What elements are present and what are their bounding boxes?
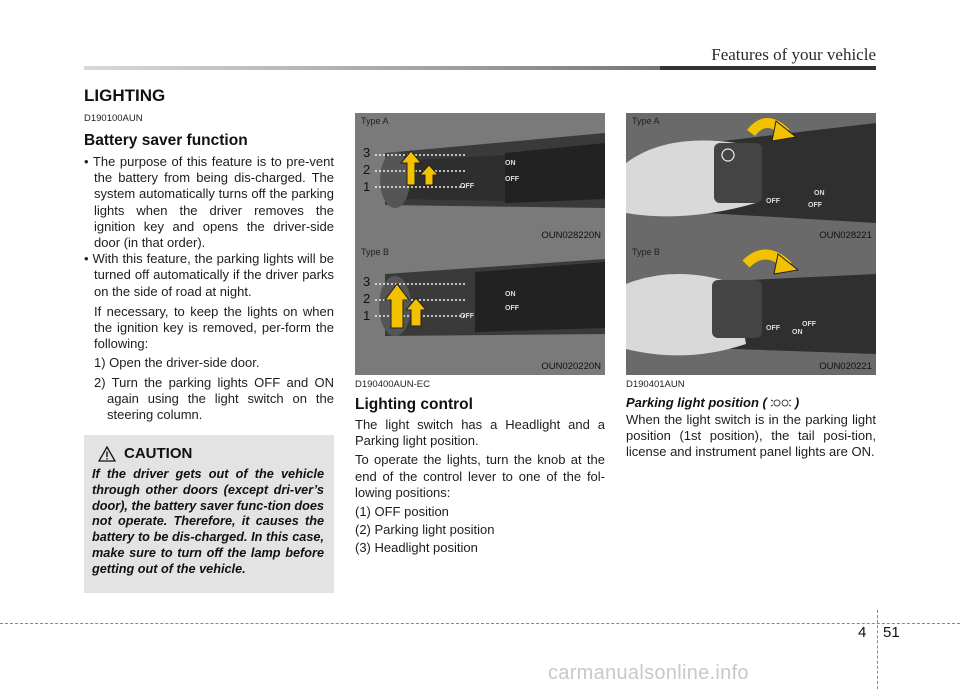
doc-code-lighting-control: D190400AUN-EC: [355, 379, 430, 390]
bullet-continuation: If necessary, to keep the lights on when…: [94, 303, 334, 352]
step-1: 1) Open the driver-side door.: [94, 355, 260, 371]
fig4-type-label: Type B: [632, 247, 661, 257]
lever-illustration: ON OFF OFF 3 2 1: [355, 113, 605, 244]
hand-lever-illustration: ON OFF OFF: [626, 113, 876, 244]
position-3: (3) Headlight position: [355, 540, 478, 556]
fig1-num-1: 1: [363, 179, 370, 194]
warning-triangle-icon: [98, 445, 116, 462]
caution-title: CAUTION: [124, 445, 193, 462]
doc-code-battery-saver: D190100AUN: [84, 113, 143, 124]
running-header-title: Features of your vehicle: [711, 45, 876, 64]
step-2: 2) Turn the parking lights OFF and ON ag…: [94, 374, 334, 423]
heading-lighting-control: Lighting control: [355, 396, 473, 413]
figure-lever-type-a: ON OFF OFF 3 2 1 Type A OUN028220N: [355, 113, 605, 244]
caution-box: CAUTION If the driver gets out of the ve…: [84, 435, 334, 593]
hand-lever-illustration: ON OFF OFF: [626, 244, 876, 375]
fig4-off-label: OFF: [766, 325, 781, 332]
heading-parking-light-post: ): [794, 395, 800, 410]
fig4-on-label: ON: [792, 329, 803, 336]
parking-light-symbol-icon: [770, 399, 792, 406]
fig4-code: OUN020221: [819, 361, 872, 372]
fig1-on-label: ON: [505, 160, 516, 167]
fig1-code: OUN028220N: [541, 230, 601, 241]
heading-parking-light-pre: Parking light position (: [626, 395, 767, 410]
fig1-num-2: 2: [363, 162, 370, 177]
fig3-type-label: Type A: [632, 116, 660, 126]
fig2-on-label: ON: [505, 291, 516, 298]
fig2-off-label-2: OFF: [460, 313, 475, 320]
heading-parking-light: Parking light position ( ): [626, 395, 799, 410]
fig4-off-label-2: OFF: [802, 321, 817, 328]
position-1: (1) OFF position: [355, 504, 449, 520]
fig3-off-label: OFF: [766, 198, 781, 205]
page-number: 51: [883, 624, 900, 641]
fig2-num-1: 1: [363, 308, 370, 323]
fig1-off-label-2: OFF: [460, 183, 475, 190]
heading-battery-saver: Battery saver function: [84, 132, 248, 149]
figure-hand-type-a: ON OFF OFF Type A OUN028221: [626, 113, 876, 244]
header-rule-accent: [660, 66, 876, 70]
position-2: (2) Parking light position: [355, 522, 495, 538]
fig3-off-label-2: OFF: [808, 202, 823, 209]
figure-hand-type-b: ON OFF OFF Type B OUN020221: [626, 244, 876, 375]
fig2-num-2: 2: [363, 291, 370, 306]
bullet-feature: • With this feature, the parking lights …: [84, 251, 334, 299]
fig2-code: OUN020220N: [541, 361, 601, 372]
fig3-code: OUN028221: [819, 230, 872, 241]
fig1-off-label: OFF: [505, 176, 520, 183]
lever-illustration: ON OFF OFF 3 2 1: [355, 244, 605, 375]
doc-code-parking-light: D190401AUN: [626, 379, 685, 390]
lighting-control-text: The light switch has a Headlight and a P…: [355, 417, 605, 557]
fig2-type-label: Type B: [361, 247, 390, 257]
battery-saver-text: • The purpose of this feature is to pre-…: [84, 154, 334, 423]
bullet-purpose: • The purpose of this feature is to pre-…: [84, 154, 334, 251]
fig1-num-3: 3: [363, 145, 370, 160]
caution-header: CAUTION: [98, 445, 324, 462]
watermark: carmanualsonline.info: [548, 662, 749, 684]
figure-lever-type-b: ON OFF OFF 3 2 1 Type B OUN020220N: [355, 244, 605, 375]
fig2-off-label: OFF: [505, 305, 520, 312]
section-number: 4: [858, 624, 867, 641]
parking-light-text: When the light switch is in the parking …: [626, 412, 876, 460]
fig3-on-label: ON: [814, 190, 825, 197]
fig1-type-label: Type A: [361, 116, 389, 126]
caution-body: If the driver gets out of the vehicle th…: [92, 467, 324, 576]
footer-rule: [0, 623, 960, 624]
section-title: LIGHTING: [84, 86, 166, 105]
header-rule: [84, 66, 876, 70]
page-number-divider: [877, 610, 878, 689]
lighting-control-p1: The light switch has a Headlight and a P…: [355, 417, 605, 449]
lighting-control-p2: To operate the lights, turn the knob at …: [355, 452, 605, 500]
fig2-num-3: 3: [363, 274, 370, 289]
